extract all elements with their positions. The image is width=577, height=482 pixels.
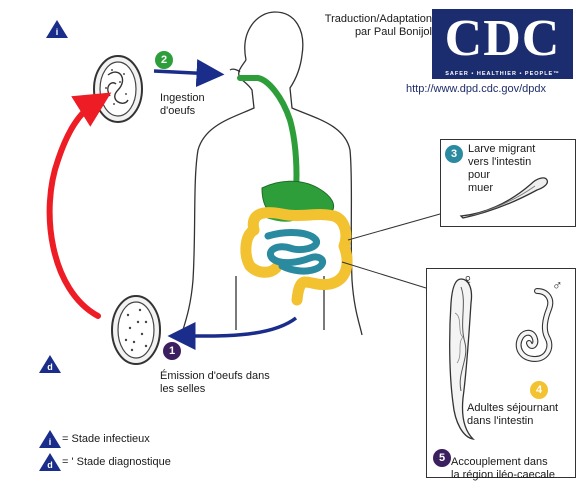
diagnostic-stage-marker: d [39,355,61,373]
credit-line-1: Traduction/Adaptation [296,13,432,26]
ingestion-arrow [154,71,214,74]
translation-credit: Traduction/Adaptation par Paul Bonijol [296,13,432,39]
development-arrow [50,102,98,316]
svg-text:i: i [49,437,52,447]
step-5-badge: 5 [433,449,451,467]
larva-pointer-line [348,214,440,240]
legend-diagnostic-text: = ' Stade diagnostique [62,456,171,469]
cdc-url[interactable]: http://www.dpd.cdc.gov/dpdx [406,83,546,96]
step-2-label: Ingestion d'oeufs [160,92,205,118]
excretion-arrow [178,318,296,336]
migrating-larva [453,168,553,224]
infective-stage-marker: i [46,20,68,38]
male-worm [507,285,573,365]
step-1-badge: 1 [163,342,181,360]
adults-pointer-line [342,262,426,288]
step-4-label: Adultes séjournant dans l'intestin [467,402,558,428]
cdc-logo-tagline: SAFER • HEALTHIER • PEOPLE™ [432,71,573,78]
cdc-logo: CDC SAFER • HEALTHIER • PEOPLE™ [432,9,573,79]
adult-worms-box: ♀ ♂ 4 Adultes séjournant dans l'intestin… [426,268,576,478]
cdc-logo-word: CDC [432,11,573,67]
svg-text:i: i [56,27,59,37]
step-5-label: Accouplement dans la région iléo-caecale [451,456,555,482]
step-4-badge: 4 [530,381,548,399]
legend-infective-marker: i [39,430,61,448]
svg-text:d: d [47,460,53,470]
egg-infective [94,56,142,122]
legend-infective-text: = Stade infectieux [62,433,150,446]
egg-diagnostic [112,296,160,364]
step-3-badge: 3 [445,145,463,163]
svg-text:d: d [47,362,53,372]
larva-box: 3 Larve migrant vers l'intestin pour mue… [440,139,576,227]
step-2-badge: 2 [155,51,173,69]
credit-line-2: par Paul Bonijol [296,26,432,39]
legend-diagnostic-marker: d [39,453,61,471]
step-1-label: Émission d'oeufs dans les selles [160,370,270,396]
